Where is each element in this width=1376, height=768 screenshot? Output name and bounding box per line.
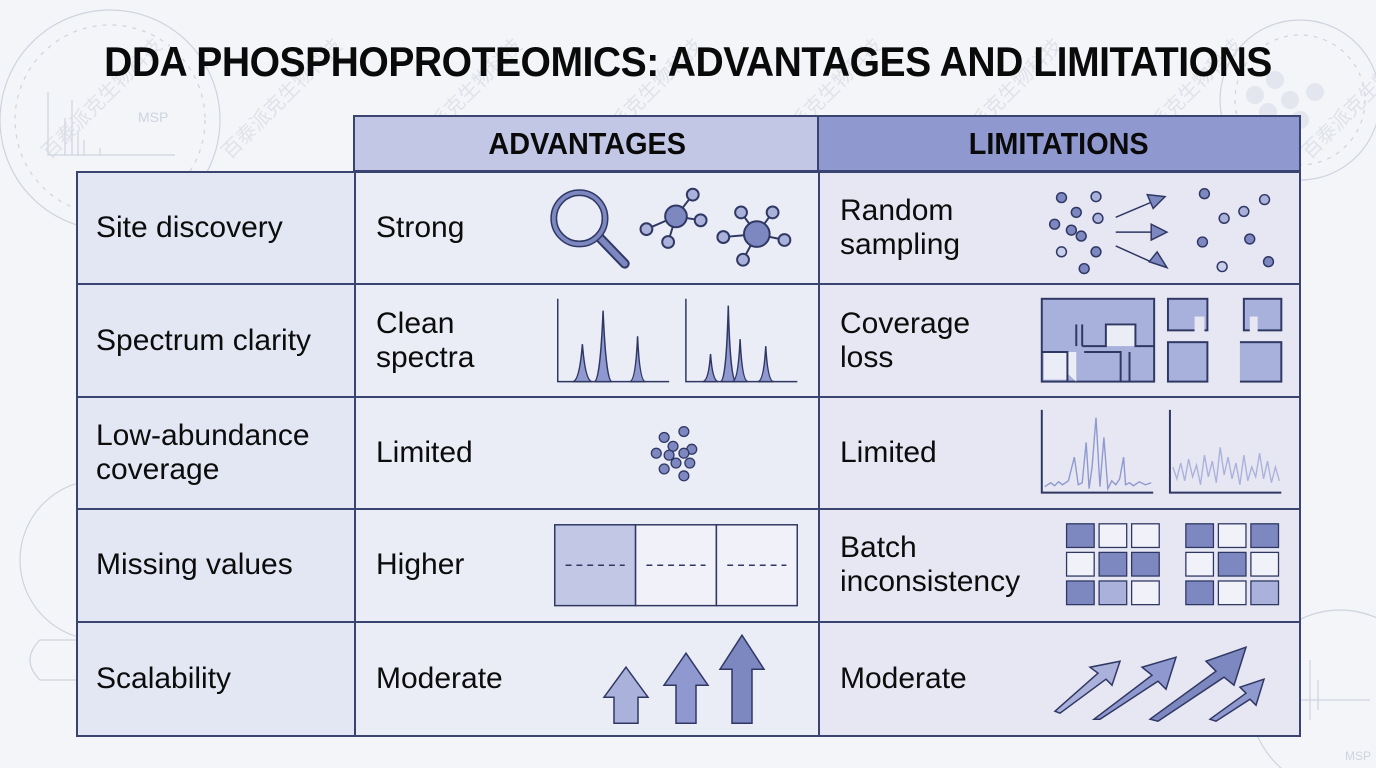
- header-limitations-label: LIMITATIONS: [969, 125, 1149, 161]
- aspect-cell: Scalability: [78, 622, 356, 735]
- limitation-label: Moderate: [840, 661, 967, 695]
- aspect-cell: Site discovery: [78, 173, 356, 286]
- coverage-loss-blocks-icon: [1040, 295, 1283, 386]
- noisy-spectra-icon: [1040, 409, 1282, 494]
- limitation-cell: Moderate: [820, 622, 1299, 735]
- limitation-label: Limited: [840, 435, 937, 469]
- dashed-boxes-icon: [554, 524, 798, 607]
- advantage-label: Strong: [376, 211, 465, 245]
- aspect-label: Scalability: [96, 661, 232, 695]
- advantage-label: Moderate: [376, 661, 503, 695]
- header-advantages-label: ADVANTAGES: [488, 125, 686, 161]
- svg-text:MSP: MSP: [1345, 749, 1371, 763]
- advantage-label: Limited: [376, 435, 473, 469]
- advantage-cell: Limited: [356, 397, 820, 511]
- random-sampling-arrows-icon: [1048, 188, 1275, 275]
- header-limitations: LIMITATIONS: [817, 115, 1301, 172]
- dot-cluster-icon: [650, 425, 698, 482]
- aspect-label: Spectrum clarity: [96, 323, 312, 357]
- clean-spectra-icon: [557, 299, 798, 383]
- advantage-cell: Moderate: [356, 622, 820, 735]
- svg-text:MSP: MSP: [138, 109, 168, 125]
- advantage-label: Higher: [376, 548, 465, 582]
- aspect-label: Missing values: [96, 548, 293, 582]
- aspect-cell: Missing values: [78, 510, 356, 623]
- up-arrows-icon: [602, 633, 766, 724]
- limitation-cell: Limited: [820, 397, 1299, 511]
- diagonal-arrows-icon: [1053, 645, 1266, 722]
- batch-grid-icon: [1065, 523, 1280, 606]
- header-advantages: ADVANTAGES: [353, 115, 819, 172]
- aspect-label: Site discovery: [96, 211, 283, 245]
- advantage-cell: Higher: [356, 510, 820, 623]
- advantage-cell: Strong: [356, 173, 820, 286]
- magnifier-molecules-icon: [550, 187, 792, 269]
- aspect-cell: Spectrum clarity: [78, 285, 356, 398]
- page-title: DDA PHOSPHOPROTEOMICS: ADVANTAGES AND LI…: [104, 38, 1272, 85]
